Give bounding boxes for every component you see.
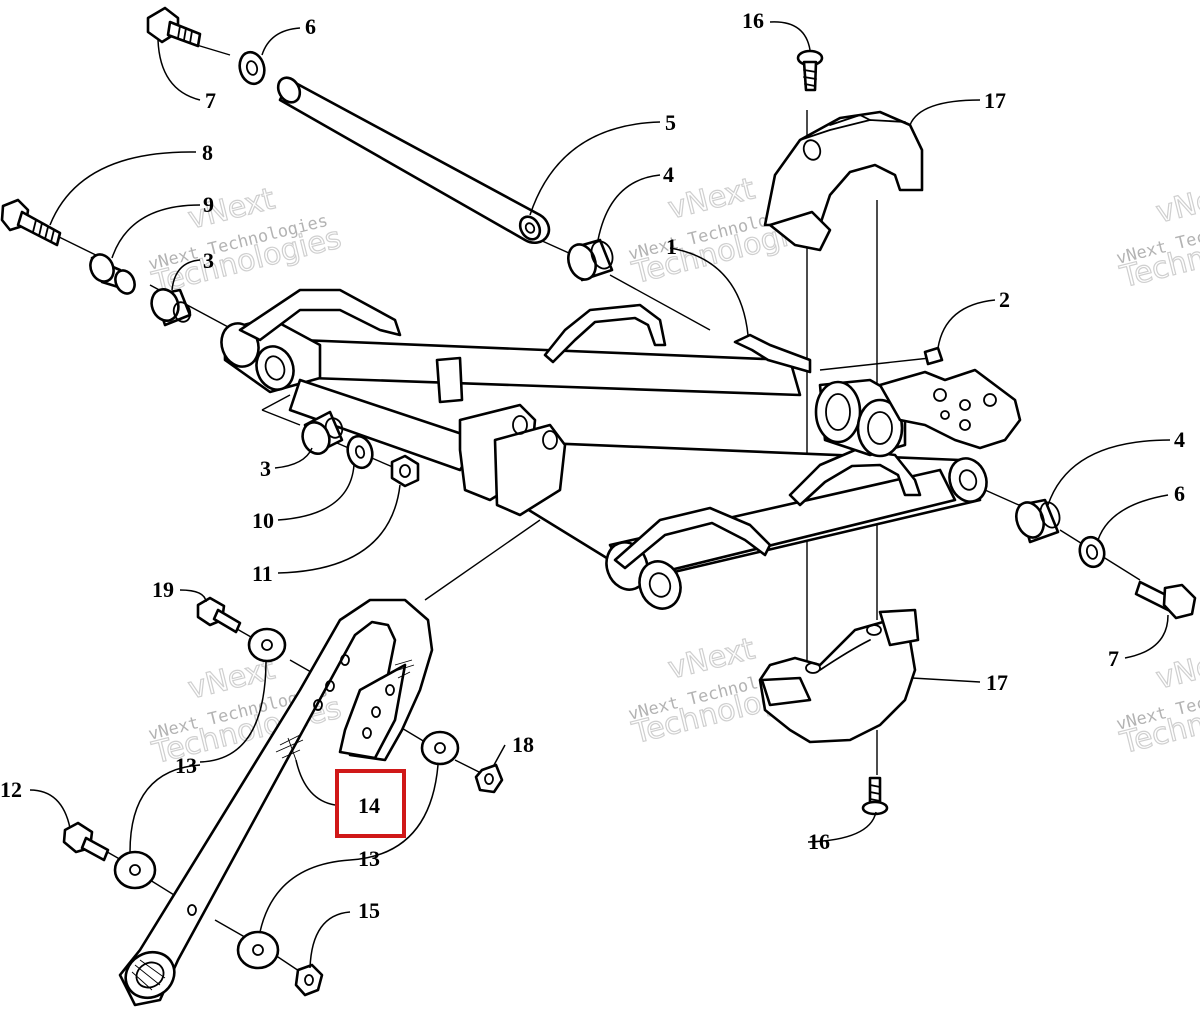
part-11-nut <box>390 454 420 488</box>
callout-19: 19 <box>152 577 174 602</box>
part-2-pin <box>923 346 944 366</box>
callout-13-lower: 13 <box>358 846 380 871</box>
callout-6-lower: 6 <box>1174 481 1185 506</box>
part-18-nut <box>474 763 504 794</box>
callout-9: 9 <box>203 192 214 217</box>
callout-4-upper: 4 <box>663 162 674 187</box>
part-17-upper-block <box>763 110 924 252</box>
callout-3-upper: 3 <box>203 248 214 273</box>
callout-labels: 6 7 8 9 3 5 4 1 2 16 17 3 10 11 4 6 7 17… <box>0 8 1185 923</box>
callout-16-upper: 16 <box>742 8 764 33</box>
callout-17-upper: 17 <box>984 88 1006 113</box>
callout-16-lower: 16 <box>808 829 830 854</box>
callout-14: 14 <box>358 793 380 818</box>
part-13-washer-d <box>236 930 280 970</box>
callout-11: 11 <box>252 561 273 586</box>
part-7-bolt-lower <box>1134 580 1197 620</box>
part-3-bushing-lower <box>301 410 344 455</box>
callout-1: 1 <box>666 234 677 259</box>
watermark-vnext: vNext <box>1153 641 1200 696</box>
part-9-bushing <box>89 253 136 295</box>
part-14-strap-link <box>118 598 434 1007</box>
callout-7-upper: 7 <box>205 88 216 113</box>
part-13-washer-c <box>113 850 157 890</box>
watermark-vnext: vNext <box>1153 175 1200 230</box>
callout-5: 5 <box>665 110 676 135</box>
callout-17-lower: 17 <box>986 670 1008 695</box>
part-13-washer-a <box>247 627 287 663</box>
part-6-lockwasher-upper <box>238 50 266 86</box>
callout-7-lower: 7 <box>1108 646 1119 671</box>
part-16-screw-upper <box>796 49 824 92</box>
part-4-bushing-upper <box>567 238 614 282</box>
part-8-bolt <box>0 198 62 247</box>
callout-14-highlight-box[interactable] <box>335 769 406 838</box>
part-4-bushing-lower <box>1015 498 1061 544</box>
part-3-bushing-upper <box>150 288 192 327</box>
callout-2: 2 <box>999 287 1010 312</box>
part-7-bolt-upper <box>146 6 202 48</box>
callout-3-lower: 3 <box>260 456 271 481</box>
leader-lines <box>29 21 1171 969</box>
part-5-cross-shaft <box>276 76 551 245</box>
callout-13-upper: 13 <box>175 753 197 778</box>
part-12-bolt <box>62 821 110 862</box>
part-17-lower-block <box>758 608 920 744</box>
callout-12: 12 <box>0 777 22 802</box>
part-1-a-arm-frame <box>220 288 1022 610</box>
callout-8: 8 <box>202 140 213 165</box>
callout-18: 18 <box>512 732 534 757</box>
part-6-lockwasher-lower <box>1078 535 1106 569</box>
callout-10: 10 <box>252 508 274 533</box>
part-10-washer <box>346 434 374 470</box>
callout-15: 15 <box>358 898 380 923</box>
part-13-washer-b <box>420 730 460 766</box>
part-16-screw-lower <box>861 776 889 816</box>
part-19-bolt <box>196 596 242 634</box>
callout-6-upper: 6 <box>305 14 316 39</box>
callout-4-lower: 4 <box>1174 427 1185 452</box>
part-15-nut <box>294 963 324 997</box>
